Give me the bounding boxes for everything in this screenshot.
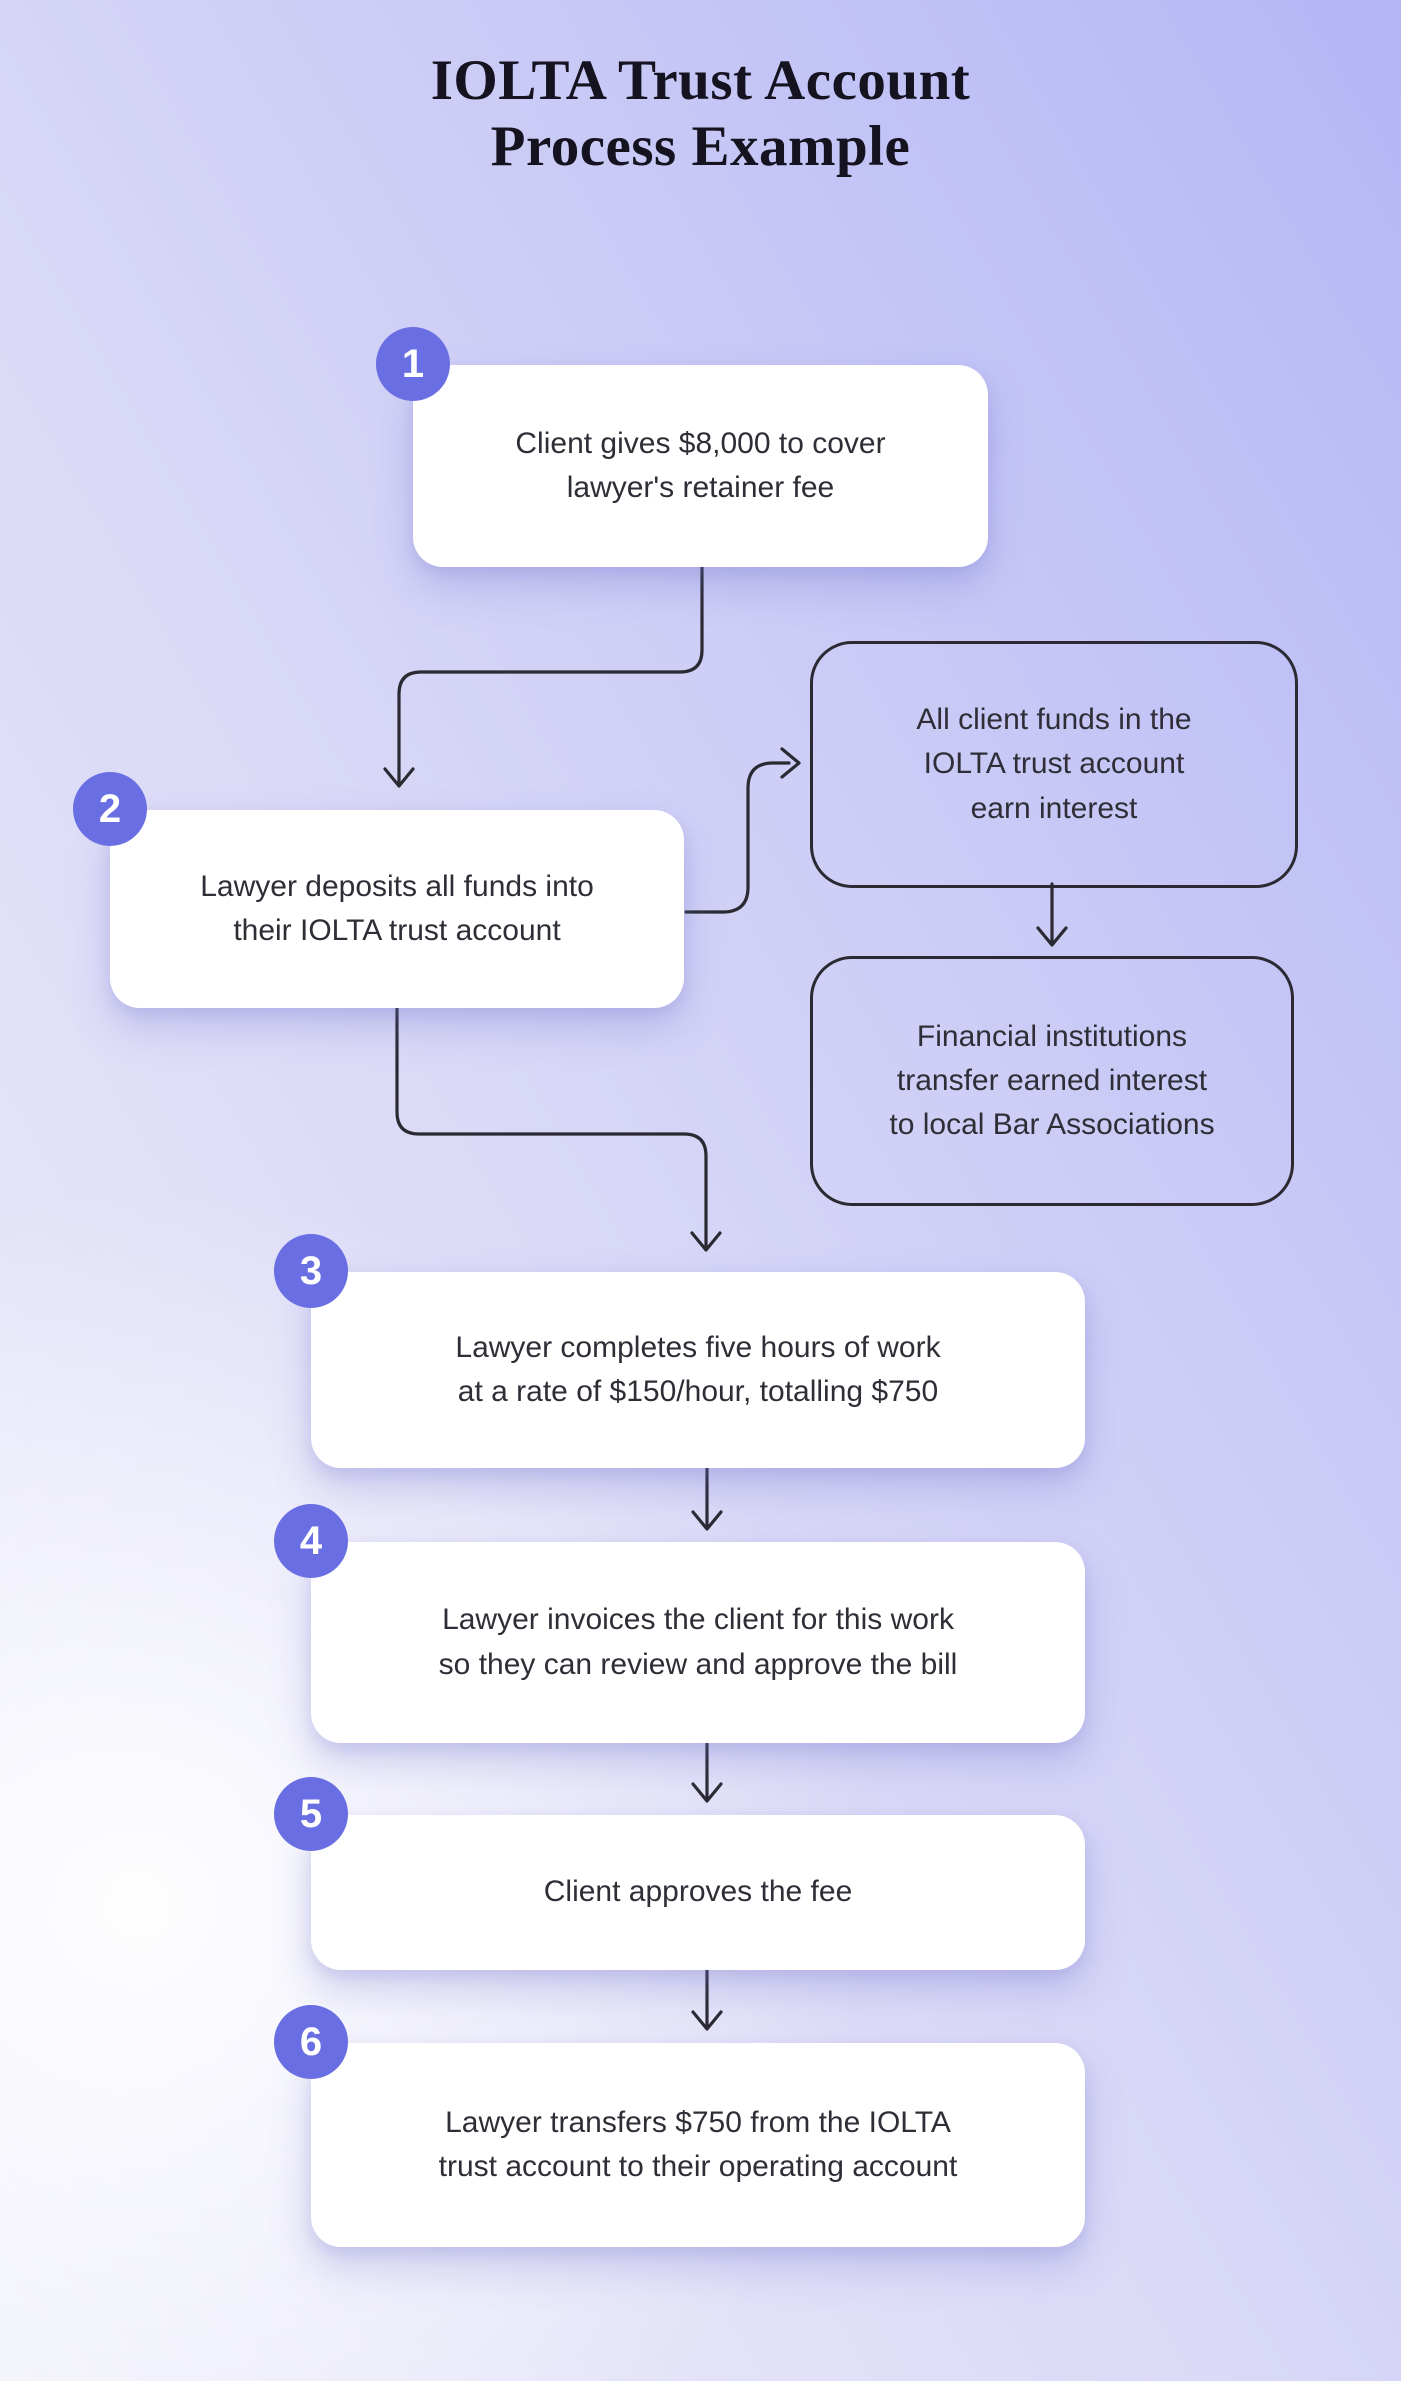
connector-step1-to-step2: [397, 565, 704, 784]
arrowhead-step3-to-step4: [691, 1510, 723, 1531]
step-3-card: 3 Lawyer completes five hours of work at…: [274, 1234, 1085, 1468]
step-2-text: Lawyer deposits all funds into their IOL…: [200, 869, 594, 947]
step-2-badge: 2: [73, 772, 147, 846]
connector-step2-to-note1: [684, 761, 791, 914]
step-1-text: Client gives $8,000 to cover lawyer's re…: [515, 426, 886, 504]
page-title: IOLTA Trust Account Process Example: [430, 49, 971, 179]
arrowhead-step5-to-step6: [691, 2010, 723, 2031]
arrowhead-note1-to-note2: [1036, 926, 1068, 947]
connector-step2-to-step3: [395, 1006, 708, 1248]
step-5-badge: 5: [274, 1777, 348, 1851]
side-note-interest-box: All client funds in the IOLTA trust acco…: [810, 641, 1298, 888]
step-3-badge: 3: [274, 1234, 348, 1308]
step-1-badge: 1: [376, 327, 450, 401]
arrowhead-step1-to-step2: [383, 767, 415, 788]
step-5-text: Client approves the fee: [543, 1875, 853, 1909]
arrowhead-step2-to-note1: [780, 747, 801, 779]
arrowhead-step2-to-step3: [690, 1231, 722, 1252]
step-2-card: 2 Lawyer deposits all funds into their I…: [73, 772, 684, 1008]
step-4-badge: 4: [274, 1504, 348, 1578]
arrowhead-step4-to-step5: [691, 1782, 723, 1803]
step-6-text: Lawyer transfers $750 from the IOLTA tru…: [438, 2105, 958, 2183]
step-4-text: Lawyer invoices the client for this work…: [438, 1603, 958, 1681]
step-6-badge: 6: [274, 2005, 348, 2079]
step-3-text: Lawyer completes five hours of work at a…: [455, 1330, 941, 1408]
side-note-bar-association-text: Financial institutions transfer earned i…: [889, 1019, 1215, 1142]
side-note-bar-association-box: Financial institutions transfer earned i…: [810, 956, 1294, 1206]
step-4-card: 4 Lawyer invoices the client for this wo…: [274, 1504, 1085, 1743]
step-6-card: 6 Lawyer transfers $750 from the IOLTA t…: [274, 2005, 1085, 2247]
step-1-card: 1 Client gives $8,000 to cover lawyer's …: [376, 327, 988, 567]
side-note-interest-text: All client funds in the IOLTA trust acco…: [916, 703, 1192, 825]
step-5-card: 5 Client approves the fee: [274, 1777, 1085, 1970]
